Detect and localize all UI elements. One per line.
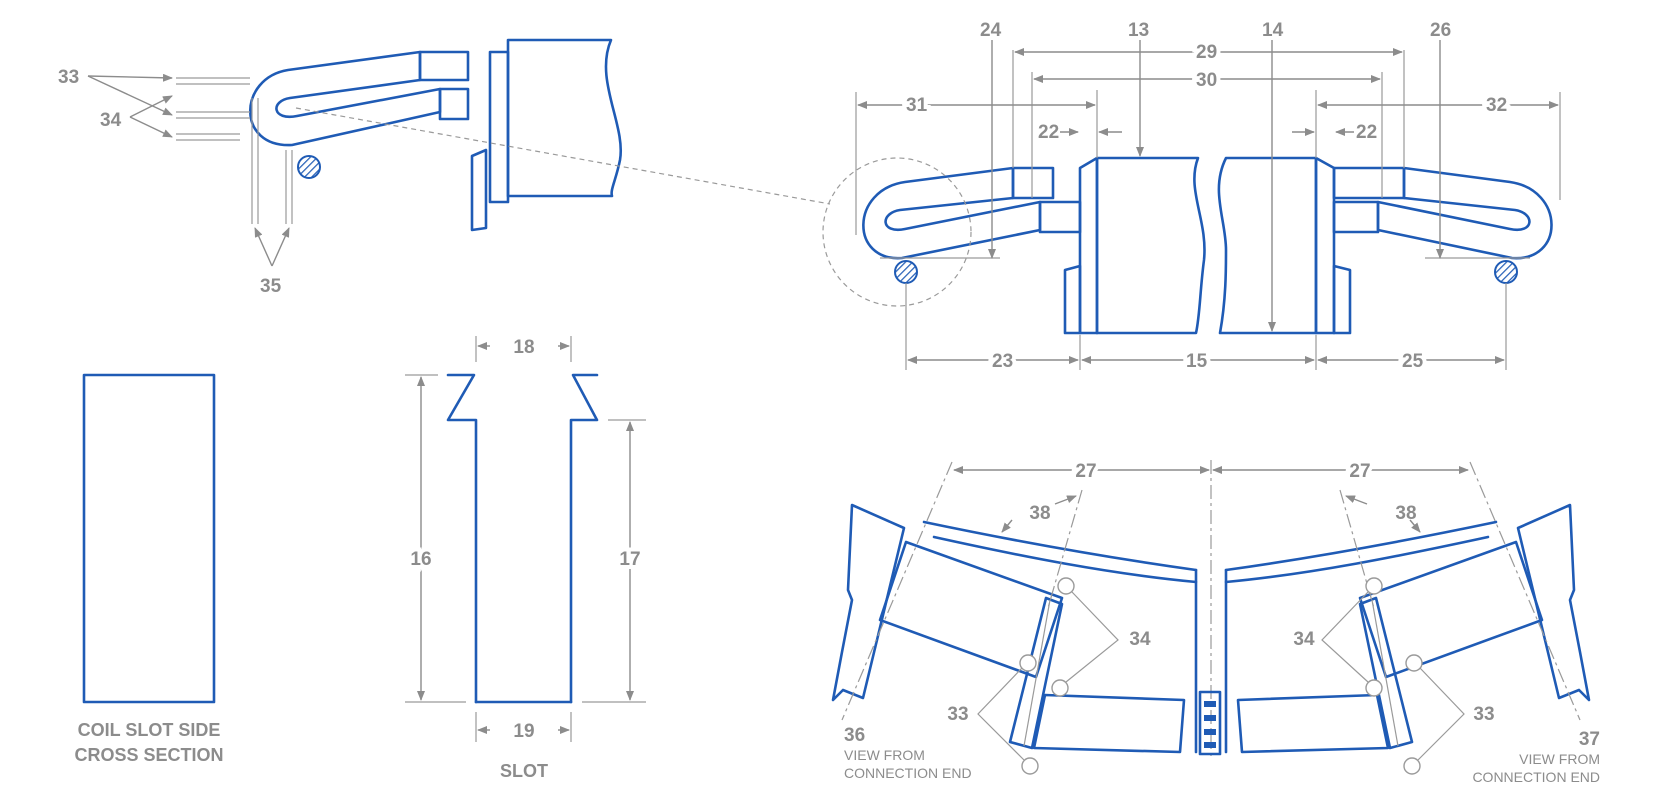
label-38-right: 38 — [1395, 503, 1416, 524]
label-18: 18 — [513, 337, 534, 358]
coil-slot-cross-section: COIL SLOT SIDE CROSS SECTION — [74, 373, 224, 765]
coil-end-block-lower — [438, 87, 470, 121]
label-30: 30 — [1196, 70, 1217, 91]
label-34-view-right: 34 — [1293, 629, 1315, 650]
label-35: 35 — [260, 276, 282, 297]
label-36: 36 — [844, 725, 865, 746]
label-25: 25 — [1402, 351, 1424, 372]
caption-view-right-line2: CONNECTION END — [1472, 769, 1600, 785]
coil-side-rectangle — [82, 373, 216, 704]
label-33-view-right: 33 — [1473, 704, 1494, 725]
right-core-face — [1314, 156, 1336, 335]
right-coil-leg — [1358, 596, 1414, 750]
conductor-section — [297, 155, 321, 179]
left-top-plate-outer — [922, 520, 1198, 572]
label-34-detail: 34 — [100, 110, 122, 131]
right-tilted-coil — [1358, 540, 1544, 679]
label-19: 19 — [513, 721, 534, 742]
coil-end-detail: 33 34 35 — [58, 38, 831, 297]
label-37: 37 — [1579, 729, 1600, 750]
label-34-view-left: 34 — [1129, 629, 1151, 650]
connection-end-view: 27 27 38 38 34 34 33 33 36 37 VIEW FROM … — [831, 457, 1600, 785]
label-24: 24 — [980, 20, 1002, 41]
right-coil-block-lower — [1332, 200, 1380, 234]
coil-end-block-upper — [418, 50, 470, 82]
terminal-block — [1198, 690, 1222, 756]
caption-view-left-line2: CONNECTION END — [844, 765, 972, 781]
terminal-1 — [1204, 701, 1216, 707]
terminal-3 — [1204, 729, 1216, 735]
label-32: 32 — [1486, 95, 1507, 116]
right-core-broken — [1217, 156, 1318, 335]
pin-33-left-top — [1019, 654, 1037, 672]
label-15: 15 — [1186, 351, 1208, 372]
label-17: 17 — [619, 549, 640, 570]
core-stack-broken — [506, 38, 623, 198]
terminal-4 — [1204, 742, 1216, 748]
coil-end-loop — [248, 50, 442, 147]
left-wedge — [1063, 264, 1082, 335]
coil-assembly-section: 24 13 14 26 29 30 31 32 22 22 23 15 25 — [822, 20, 1561, 376]
caption-view-right-line1: VIEW FROM — [1519, 751, 1600, 767]
right-coil-loop — [1376, 166, 1553, 260]
label-31: 31 — [906, 95, 928, 116]
label-23: 23 — [992, 351, 1013, 372]
caption-coil-slot-line2: CROSS SECTION — [74, 745, 223, 765]
label-33-view-left: 33 — [947, 704, 968, 725]
detail-circle — [822, 157, 972, 307]
label-27-left: 27 — [1075, 461, 1096, 482]
caption-coil-slot-line1: COIL SLOT SIDE — [78, 720, 221, 740]
right-top-plate-outer — [1224, 520, 1498, 572]
pin-33-right-top — [1405, 654, 1423, 672]
left-core-broken — [1095, 156, 1206, 335]
label-13: 13 — [1128, 20, 1149, 41]
label-27-right: 27 — [1349, 461, 1370, 482]
left-coil-block-upper — [1011, 166, 1055, 200]
pin-34-right-top — [1365, 577, 1383, 595]
right-wedge — [1332, 264, 1352, 335]
left-outer-slot — [831, 503, 906, 702]
label-16: 16 — [410, 549, 431, 570]
terminal-2 — [1204, 715, 1216, 721]
label-26: 26 — [1430, 20, 1451, 41]
label-14: 14 — [1262, 20, 1284, 41]
right-conductor — [1494, 260, 1518, 284]
slot-outline-right — [569, 373, 599, 704]
label-22-left: 22 — [1038, 122, 1059, 143]
left-conductor — [894, 260, 918, 284]
caption-slot: SLOT — [500, 761, 548, 781]
caption-view-left-line1: VIEW FROM — [844, 747, 925, 763]
pin-33-right-bottom — [1403, 757, 1421, 775]
right-outer-slot — [1516, 503, 1591, 702]
left-coil-block-lower — [1038, 200, 1082, 234]
left-lower-block — [1032, 693, 1186, 754]
left-coil-leg — [1008, 596, 1064, 750]
pin-34-left-bottom — [1051, 679, 1069, 697]
pin-34-left-top — [1057, 577, 1075, 595]
right-top-plate-inner — [1224, 535, 1490, 584]
label-22-right: 22 — [1356, 122, 1377, 143]
left-top-plate-inner — [932, 535, 1198, 584]
label-33-detail: 33 — [58, 67, 79, 88]
left-core-face — [1078, 156, 1099, 335]
left-tilted-coil — [878, 540, 1064, 679]
insulation-wedge — [470, 148, 488, 232]
right-lower-block — [1236, 693, 1390, 754]
slot-view: 18 19 16 17 SLOT — [405, 336, 646, 781]
label-38-left: 38 — [1029, 503, 1050, 524]
label-29: 29 — [1196, 42, 1217, 63]
pin-34-right-bottom — [1365, 679, 1383, 697]
right-coil-block-upper — [1332, 166, 1406, 200]
insulation-strip — [488, 50, 510, 204]
slot-outline-left — [446, 373, 478, 704]
pin-33-left-bottom — [1021, 757, 1039, 775]
